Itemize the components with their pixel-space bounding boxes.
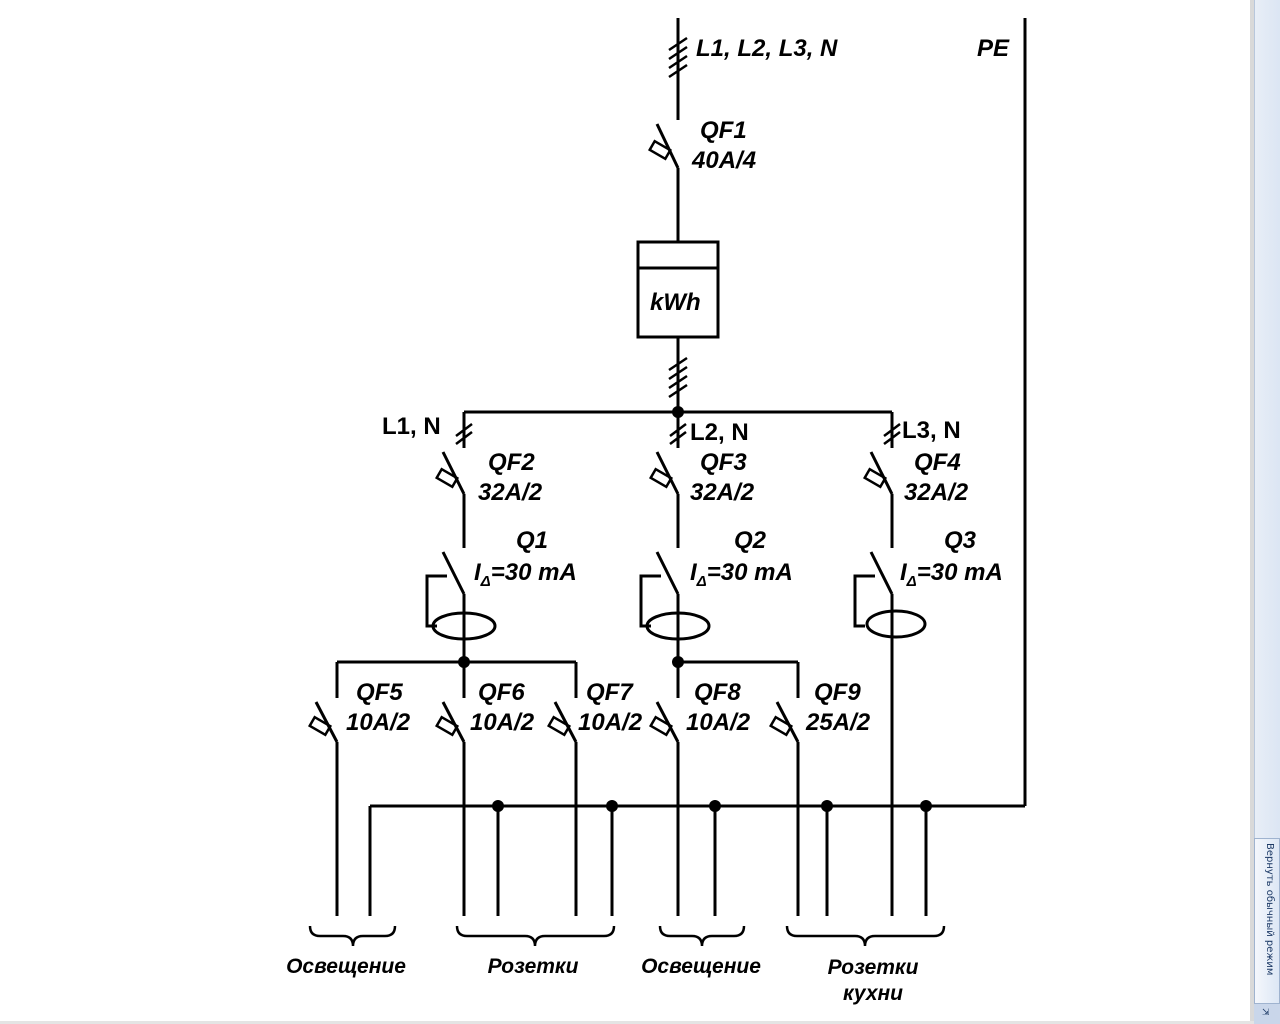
- qf6-name: QF6: [478, 679, 525, 706]
- incoming-wire: [668, 18, 688, 105]
- q3-current-i: I: [900, 559, 908, 586]
- load-brace-2: [455, 925, 616, 947]
- phase-l3-label: L3, N: [902, 417, 961, 444]
- phase-group-l2-wiring: [639, 412, 711, 668]
- q1-current-sub: Δ: [480, 573, 491, 590]
- qf4-name: QF4: [914, 449, 961, 476]
- meter-label: kWh: [650, 289, 701, 316]
- qf2-name: QF2: [488, 449, 535, 476]
- schematic-canvas: L1, L2, L3, N PE QF1 40A/4 kWh: [286, 18, 1027, 1005]
- phase-l2-label: L2, N: [690, 419, 749, 446]
- qf9-name: QF9: [814, 679, 861, 706]
- qf2-rating: 32A/2: [478, 479, 543, 506]
- return-normal-mode-button[interactable]: Вернуть обычный режим: [1254, 838, 1280, 1004]
- load-brace-3: [658, 925, 746, 947]
- q3-name: Q3: [944, 527, 977, 554]
- panel-bottom-strip: ⇲: [1254, 1004, 1280, 1024]
- qf6-breaker-symbol: [434, 701, 466, 916]
- qf4-rating: 32A/2: [904, 479, 969, 506]
- qf9-breaker-symbol: [768, 701, 800, 916]
- qf7-name: QF7: [586, 679, 634, 706]
- load-brace-4: [785, 925, 946, 947]
- qf1-rating: 40A/4: [691, 147, 756, 174]
- q2-current-sub: Δ: [696, 573, 707, 590]
- load-caption-kitchen-line2: кухни: [843, 982, 903, 1005]
- qf3-name: QF3: [700, 449, 747, 476]
- qf8-name: QF8: [694, 679, 741, 706]
- qf3-rating: 32A/2: [690, 479, 755, 506]
- qf5-rating: 10A/2: [346, 709, 411, 736]
- q2-current-i: I: [690, 559, 698, 586]
- phase-group-l1-wiring: [425, 412, 497, 668]
- electrical-schematic: L1, L2, L3, N PE QF1 40A/4 kWh: [286, 18, 1027, 1005]
- bottom-edge: [0, 1021, 1254, 1024]
- return-normal-mode-label: Вернуть обычный режим: [1264, 843, 1275, 976]
- q1-current-value: =30 mA: [491, 559, 577, 586]
- resize-icon[interactable]: ⇲: [1262, 1008, 1270, 1018]
- q1-name: Q1: [516, 527, 548, 554]
- pe-label: PE: [977, 35, 1010, 62]
- q1-current-i: I: [474, 559, 482, 586]
- load-caption-lighting-1: Освещение: [286, 955, 406, 978]
- q1-current-symbol: IΔ=30 mA: [474, 559, 577, 590]
- load-brace-1: [308, 925, 397, 947]
- qf5-breaker-symbol: [307, 701, 339, 916]
- q3-current-sub: Δ: [906, 573, 917, 590]
- qf1-breaker-symbol: [647, 105, 680, 242]
- meter-output-wire: [668, 337, 688, 412]
- qf7-breaker-symbol: [546, 701, 578, 916]
- qf5-name: QF5: [356, 679, 403, 706]
- q2-current-value: =30 mA: [707, 559, 793, 586]
- q3-current-symbol: IΔ=30 mA: [900, 559, 1003, 590]
- pe-conductor: [370, 18, 1027, 808]
- qf7-rating: 10A/2: [578, 709, 643, 736]
- sub-bus-1: [335, 660, 578, 698]
- qf8-breaker-symbol: [648, 701, 680, 916]
- sub-bus-2: [676, 660, 800, 698]
- q2-name: Q2: [734, 527, 767, 554]
- qf6-rating: 10A/2: [470, 709, 535, 736]
- load-caption-lighting-2: Освещение: [641, 955, 761, 978]
- qf8-rating: 10A/2: [686, 709, 751, 736]
- pe-drops: [368, 800, 932, 916]
- canvas-edge: [1250, 0, 1254, 1024]
- qf9-rating: 25A/2: [805, 709, 871, 736]
- load-caption-sockets: Розетки: [488, 955, 579, 978]
- load-caption-kitchen-line1: Розетки: [828, 956, 919, 979]
- input-phases-label: L1, L2, L3, N: [696, 35, 838, 62]
- q2-current-symbol: IΔ=30 mA: [690, 559, 793, 590]
- qf1-name: QF1: [700, 117, 747, 144]
- q3-current-value: =30 mA: [917, 559, 1003, 586]
- phase-l1-label: L1, N: [382, 413, 441, 440]
- phase-group-l3-wiring: [853, 412, 927, 916]
